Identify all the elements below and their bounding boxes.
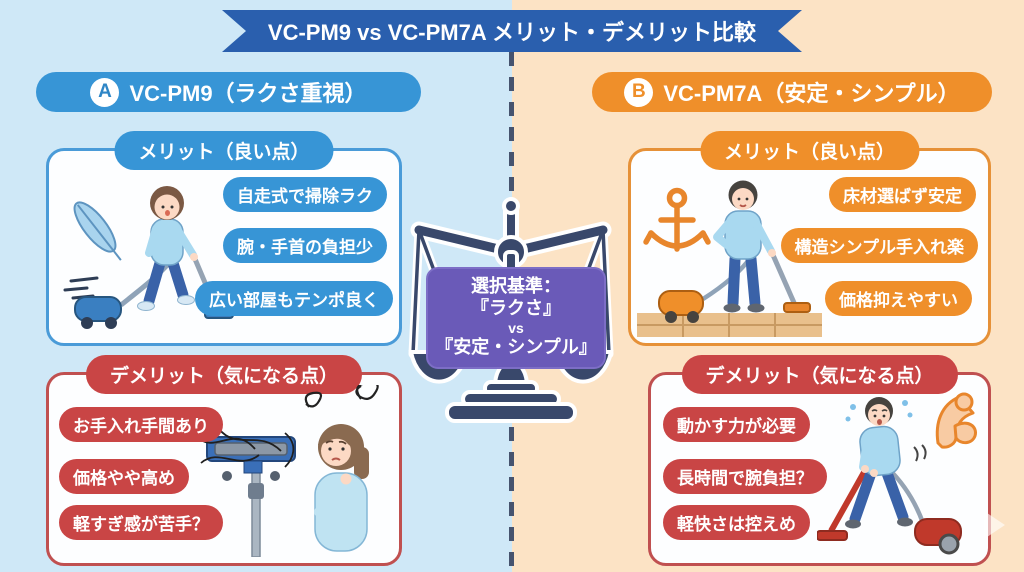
demerit-label: お手入れ手間あり: [59, 407, 223, 442]
merit-label: 床材選ばず安定: [829, 177, 976, 212]
feather-icon: [73, 201, 122, 261]
section-b-header: B VC-PM7A（安定・シンプル）: [592, 72, 992, 112]
demerit-card-b: デメリット（気になる点） 動かす力が必要 長時間で腕負担？ 軽快さは控えめ: [648, 355, 991, 566]
demerit-card-b-heading: デメリット（気になる点）: [681, 355, 958, 394]
merit-label: 腕・手首の負担少: [223, 228, 387, 263]
worried-woman-illustration: [194, 385, 379, 557]
anchor-icon: [643, 187, 711, 252]
demerit-card-a-heading: デメリット（気になる点）: [85, 355, 363, 394]
section-a-header: A VC-PM9（ラクさ重視）: [36, 72, 421, 112]
section-a-title: VC-PM9（ラクさ重視）: [129, 81, 367, 106]
title-banner: VC-PM9 vs VC-PM7A メリット・デメリット比較: [222, 10, 802, 52]
man-vacuuming-illustration: [637, 180, 822, 337]
next-arrow-icon[interactable]: [984, 511, 1005, 539]
woman-vacuuming-illustration: [63, 186, 234, 329]
merit-card-b: メリット（良い点） 床材選ばず安定 構造シンプル手入れ楽 価格抑えやすい: [628, 131, 991, 346]
demerit-card-a: デメリット（気になる点） お手入れ手間あり 価格やや高め 軽すぎ感が苦手？: [46, 355, 402, 566]
badge-b: B: [624, 77, 654, 107]
banner-title: VC-PM9 vs VC-PM7A メリット・デメリット比較: [267, 20, 757, 45]
merit-card-a: メリット（良い点） 自走式で掃除ラク 腕・手首の負担少 広い部屋もテンポ良く: [46, 131, 402, 346]
criteria-line-vs: vs: [508, 319, 524, 336]
section-b-title: VC-PM7A（安定・シンプル）: [663, 81, 960, 106]
criteria-line-2: 『ラクさ』: [471, 297, 561, 318]
scribble-icon: [304, 385, 379, 408]
badge-a: A: [90, 77, 120, 107]
demerit-label: 長時間で腕負担？: [663, 459, 827, 494]
speed-lines-icon: [63, 276, 99, 300]
merit-card-a-heading: メリット（良い点）: [114, 131, 334, 170]
merit-label: 価格抑えやすい: [825, 281, 972, 316]
merit-label: 広い部屋もテンポ良く: [195, 281, 393, 316]
merit-label: 構造シンプル手入れ楽: [780, 228, 978, 263]
demerit-label: 軽すぎ感が苦手？: [59, 505, 223, 540]
struggling-man-illustration: [817, 392, 977, 555]
merit-card-b-heading: メリット（良い点）: [699, 131, 920, 170]
tangled-brush-icon: [194, 428, 296, 481]
selection-criteria-box: 選択基準： 『ラクさ』 vs 『安定・シンプル』: [426, 267, 606, 369]
criteria-line-1: 選択基準：: [471, 276, 561, 296]
demerit-label: 動かす力が必要: [663, 407, 810, 442]
criteria-line-3: 『安定・シンプル』: [435, 336, 597, 357]
sweat-drops-icon: [845, 400, 913, 422]
demerit-label: 軽快さは控えめ: [663, 505, 810, 540]
demerit-label: 価格やや高め: [59, 459, 189, 494]
merit-label: 自走式で掃除ラク: [223, 177, 387, 212]
muscle-arm-icon: [935, 392, 977, 449]
